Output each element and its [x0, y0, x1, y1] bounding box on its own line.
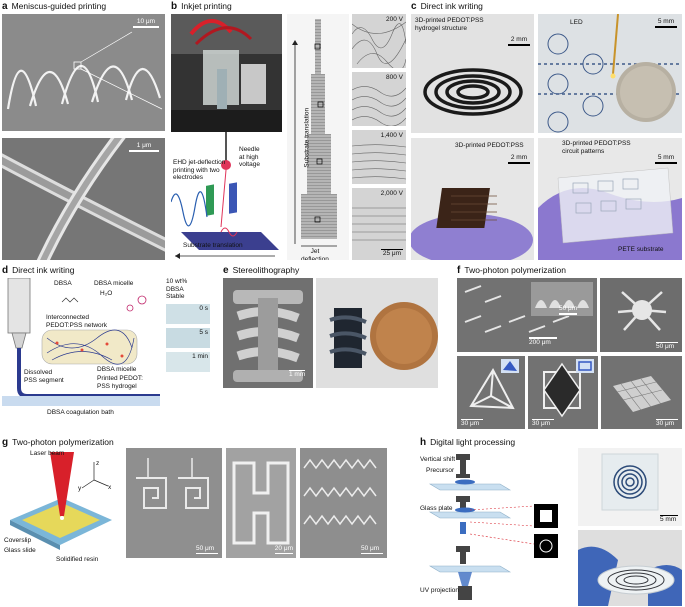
label-coverslip: Coverslip: [4, 537, 32, 544]
sem-image-zigzag: 50 μm: [300, 448, 387, 558]
scale-bar: 1 μm: [129, 142, 159, 152]
label-dbsa-micelle-2: DBSA micelle: [97, 366, 137, 373]
jet-deflection-strip: Substrate translation Jet deflection: [287, 14, 349, 260]
label-substrate-translation: Substrate translation: [183, 242, 243, 249]
label-jet-deflection: Jet deflection: [301, 248, 329, 260]
voltage-label: 1,400 V: [380, 132, 403, 139]
sem-image-fibers: 1 μm: [2, 138, 165, 260]
label-dbsa: DBSA: [54, 280, 72, 287]
schematic-tpp: Laser beam z y x Coverslip Glass slide S…: [2, 450, 120, 568]
photo-pedot-cube: 3D-printed PEDOT:PSS 2 mm: [411, 138, 534, 260]
sem-image-lattice: 30 μm: [601, 356, 682, 429]
photo-hydrogel-spiral: 3D-printed PEDOT:PSS hydrogel structure …: [411, 14, 534, 133]
label-solidified-resin: Solidified resin: [56, 556, 99, 563]
label-axis-y: y: [78, 485, 82, 492]
scale-bar: 50 μm: [559, 305, 577, 315]
scale-bar: 2 mm: [508, 36, 530, 46]
scale-bar: 10 μm: [133, 18, 159, 28]
scale-bar: 5 mm: [655, 154, 677, 164]
scale-bar: 1 mm: [289, 369, 306, 378]
schematic-ehd: Needle at high voltage EHD jet-deflectio…: [171, 132, 282, 260]
time-label: 0 s: [199, 305, 208, 312]
photo-dlp-spiral: 5 mm: [578, 448, 682, 526]
sem-image-octahedron: 30 μm: [528, 356, 598, 429]
schematic-dbsa: DBSA DBSA micelle H₂O Interconnected PED…: [2, 278, 160, 428]
scale-bar: 30 μm: [656, 418, 678, 427]
scale-bar: 200 μm: [529, 336, 557, 346]
sem-image-helix: 1 mm: [223, 278, 313, 388]
photo-time-5s: 5 s: [166, 328, 210, 348]
scale-bar: 20 μm: [274, 545, 293, 554]
label-glass-plate: Glass plate: [420, 505, 453, 512]
scale-bar: 25 μm: [381, 248, 403, 257]
label-printed-hydrogel: Printed PEDOT: PSS hydrogel: [97, 375, 143, 390]
voltage-label: 800 V: [386, 74, 403, 81]
sem-image-maze: 20 μm: [226, 448, 296, 558]
sem-image-spider: 50 μm: [600, 278, 682, 352]
inset-800v: 800 V: [352, 72, 406, 126]
label-glass-slide: Glass slide: [4, 547, 36, 554]
label-vertical-shift: Vertical shift: [420, 456, 456, 463]
scale-bar: 50 μm: [361, 545, 383, 554]
label-network: Interconnected PEDOT:PSS network: [46, 314, 108, 329]
voltage-label: 200 V: [386, 16, 403, 23]
voltage-label: 2,000 V: [380, 190, 403, 197]
label-pedot: 3D-printed PEDOT:PSS: [455, 142, 524, 149]
label-ehd: EHD jet-deflection printing with two ele…: [173, 159, 226, 181]
time-label: 1 min: [192, 353, 208, 360]
label-substrate-translation-vertical: Substrate translation: [303, 107, 311, 168]
sem-image-helices-array: 50 μm 200 μm: [457, 278, 597, 352]
photo-time-1min: 1 min: [166, 352, 210, 372]
time-label: 5 s: [199, 329, 208, 336]
label-wt-dbsa: 10 wt% DBSA Stable: [166, 278, 188, 300]
label-needle: Needle at high voltage: [239, 146, 260, 168]
photo-dlp-glove: [578, 530, 682, 606]
label-hydrogel: 3D-printed PEDOT:PSS hydrogel structure: [415, 17, 484, 32]
label-led: LED: [570, 19, 583, 26]
scale-bar: 5 mm: [655, 18, 677, 28]
scale-bar: 30 μm: [461, 418, 483, 427]
label-dbsa-micelle: DBSA micelle: [94, 280, 134, 287]
label-pete: PETE substrate: [618, 246, 664, 253]
photo-time-0s: 0 s: [166, 304, 210, 324]
scale-bar: 50 μm: [656, 341, 678, 350]
label-circuit: 3D-printed PEDOT:PSS circuit patterns: [562, 140, 631, 155]
schematic-dlp: Vertical shift Precursor Glass plate UV …: [420, 450, 575, 606]
label-h2o: H₂O: [100, 290, 113, 297]
inset-2000v: 2,000 V 25 μm: [352, 188, 406, 260]
photo-helix-coin: [316, 278, 438, 388]
label-coagulation-bath: DBSA coagulation bath: [47, 409, 114, 416]
sem-image-arches: 10 μm: [2, 14, 165, 131]
scale-bar: 30 μm: [532, 418, 554, 427]
label-dissolved: Dissolved PSS segment: [24, 369, 64, 384]
scale-bar: 5 mm: [660, 514, 678, 523]
label-uv-projection: UV projection: [420, 587, 460, 594]
photo-led-circuit: LED 5 mm: [538, 14, 682, 133]
label-axis-x: x: [108, 484, 112, 491]
label-precursor: Precursor: [426, 467, 455, 474]
sem-image-tetrahedron: 30 μm: [457, 356, 525, 429]
scale-bar: 2 mm: [508, 154, 530, 164]
label-laser-beam: Laser beam: [30, 450, 65, 457]
inset-1400v: 1,400 V: [352, 130, 406, 184]
photo-printhead: [171, 14, 282, 132]
inset-200v: 200 V: [352, 14, 406, 68]
scale-bar: 50 μm: [196, 545, 218, 554]
label-axis-z: z: [96, 460, 100, 467]
photo-circuit-patterns: 3D-printed PEDOT:PSS circuit patterns 5 …: [538, 138, 682, 260]
sem-image-spirals: 50 μm: [126, 448, 222, 558]
